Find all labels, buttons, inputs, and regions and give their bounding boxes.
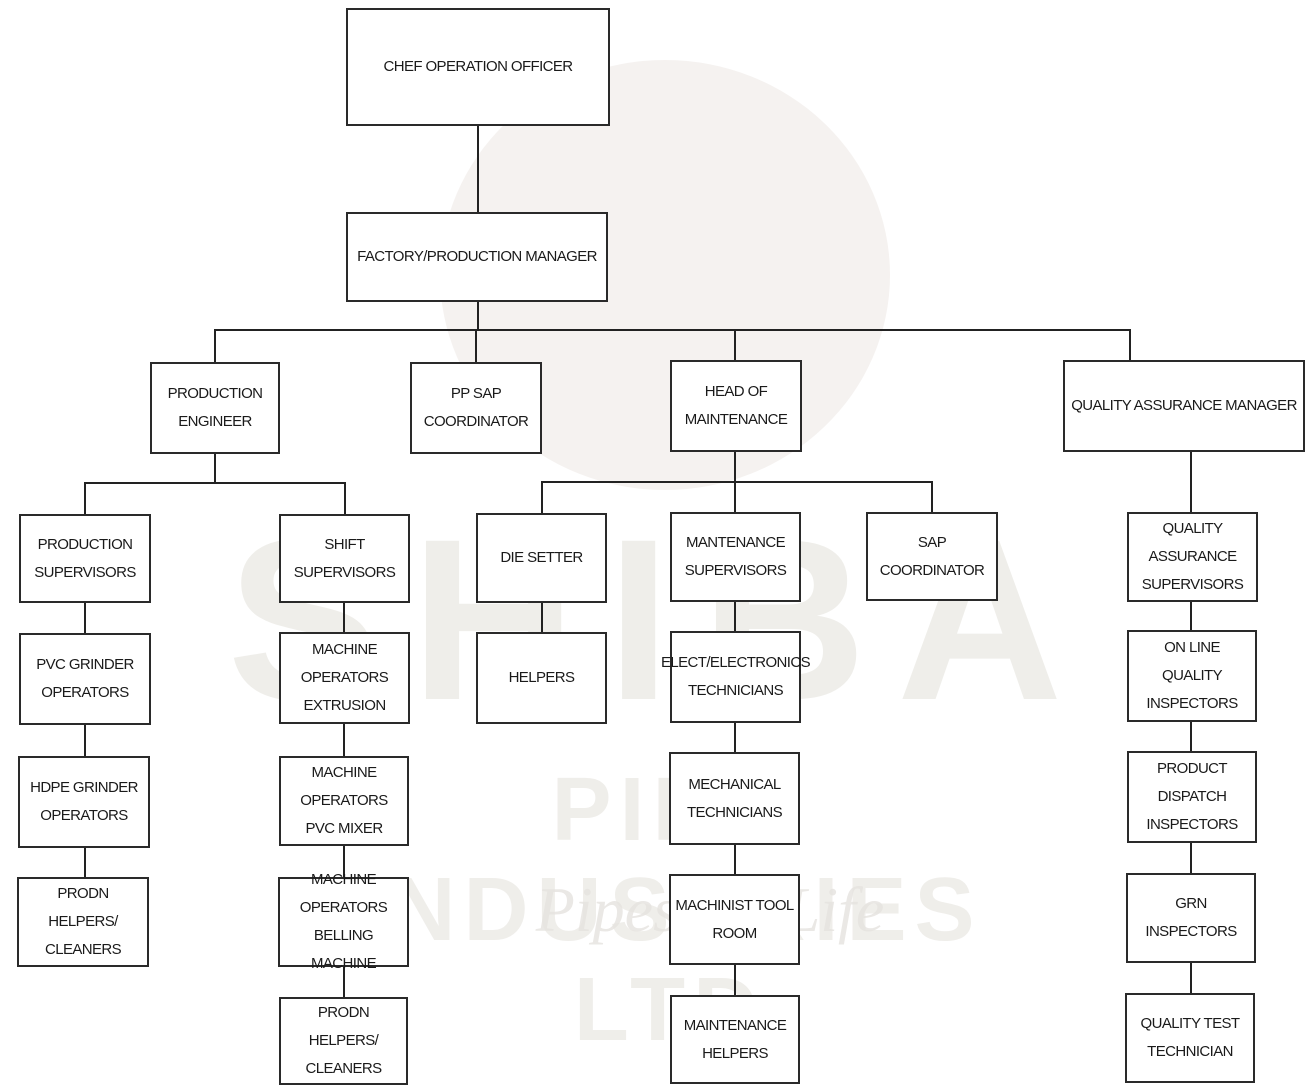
- machine-operators-extrusion-box: MACHINE OPERATORS EXTRUSION: [279, 632, 410, 724]
- sap-coordinator-box: SAP COORDINATOR: [866, 512, 998, 601]
- hdpe-grinder-operators-box: HDPE GRINDER OPERATORS: [18, 756, 150, 848]
- connector-line: [931, 481, 933, 512]
- connector-line: [84, 482, 346, 484]
- maintenance-helpers-box: MAINTENANCE HELPERS: [670, 995, 800, 1084]
- connector-line: [1190, 602, 1192, 630]
- hdpe-grinder-operators-label: HDPE GRINDER OPERATORS: [30, 779, 138, 824]
- die-setter-box: DIE SETTER: [476, 513, 607, 603]
- connector-line: [541, 481, 932, 483]
- machine-operators-extrusion-label: MACHINE OPERATORS EXTRUSION: [300, 641, 389, 714]
- connector-line: [343, 724, 345, 756]
- quality-test-technician-label: QUALITY TEST TECHNICIAN: [1140, 1015, 1241, 1060]
- machinist-tool-room-box: MACHINIST TOOL ROOM: [669, 874, 800, 965]
- prodn-helpers-cleaners-label: PRODN HELPERS/ CLEANERS: [44, 885, 122, 958]
- connector-line: [84, 848, 86, 877]
- pvc-grinder-operators-label: PVC GRINDER OPERATORS: [36, 656, 134, 701]
- connector-line: [343, 967, 345, 997]
- connector-line: [1129, 329, 1131, 360]
- connector-line: [541, 603, 543, 632]
- connector-line: [477, 302, 479, 330]
- quality-test-technician-box: QUALITY TEST TECHNICIAN: [1125, 993, 1255, 1083]
- factory-manager-box: FACTORY/PRODUCTION MANAGER: [346, 212, 608, 302]
- qa-supervisors-box: QUALITY ASSURANCE SUPERVISORS: [1127, 512, 1258, 602]
- connector-line: [343, 846, 345, 877]
- qa-supervisors-label: QUALITY ASSURANCE SUPERVISORS: [1141, 520, 1244, 593]
- coo-box: CHEF OPERATION OFFICER: [346, 8, 610, 126]
- maintenance-helpers-label: MAINTENANCE HELPERS: [683, 1016, 787, 1062]
- connector-line: [734, 329, 736, 360]
- connector-line: [734, 602, 736, 631]
- coo-label: CHEF OPERATION OFFICER: [383, 58, 573, 75]
- elect-electronics-technicians-box: ELECT/ELECTRONICS TECHNICIANS: [661, 631, 811, 723]
- sap-coordinator-label: SAP COORDINATOR: [879, 533, 985, 579]
- connector-line: [214, 454, 216, 483]
- production-supervisors-label: PRODUCTION SUPERVISORS: [34, 535, 136, 581]
- connector-line: [475, 329, 477, 362]
- connector-line: [477, 126, 479, 212]
- product-dispatch-inspectors-label: PRODUCT DISPATCH INSPECTORS: [1146, 760, 1238, 833]
- prodn-helpers-cleaners-label: PRODN HELPERS/ CLEANERS: [305, 1004, 382, 1077]
- helpers-label: HELPERS: [508, 669, 575, 686]
- qa-manager-box: QUALITY ASSURANCE MANAGER: [1063, 360, 1305, 452]
- head-of-maintenance-label: HEAD OF MAINTENANCE: [684, 383, 788, 428]
- pp-sap-coordinator-label: PP SAP COORDINATOR: [423, 385, 529, 430]
- connector-line: [343, 603, 345, 632]
- connector-line: [344, 482, 346, 514]
- pvc-grinder-operators-box: PVC GRINDER OPERATORS: [19, 633, 151, 725]
- pp-sap-coordinator-box: PP SAP COORDINATOR: [410, 362, 542, 454]
- connector-line: [214, 329, 216, 362]
- machine-operators-pvc-mixer-label: MACHINE OPERATORS PVC MIXER: [300, 764, 388, 837]
- connector-line: [1190, 722, 1192, 751]
- helpers-box: HELPERS: [476, 632, 607, 724]
- qa-manager-label: QUALITY ASSURANCE MANAGER: [1071, 397, 1297, 414]
- shift-supervisors-box: SHIFT SUPERVISORS: [279, 514, 410, 603]
- online-quality-inspectors-label: ON LINE QUALITY INSPECTORS: [1146, 639, 1238, 712]
- shift-supervisors-label: SHIFT SUPERVISORS: [293, 535, 396, 581]
- connector-line: [734, 723, 736, 752]
- grn-inspectors-box: GRN INSPECTORS: [1126, 873, 1256, 963]
- connector-line: [1190, 963, 1192, 993]
- head-of-maintenance-box: HEAD OF MAINTENANCE: [670, 360, 802, 452]
- machinist-tool-room-label: MACHINIST TOOL ROOM: [675, 896, 794, 942]
- factory-manager-label: FACTORY/PRODUCTION MANAGER: [357, 248, 597, 265]
- connector-line: [1190, 452, 1192, 512]
- product-dispatch-inspectors-box: PRODUCT DISPATCH INSPECTORS: [1127, 751, 1257, 843]
- elect-electronics-technicians-label: ELECT/ELECTRONICS TECHNICIANS: [661, 654, 811, 699]
- online-quality-inspectors-box: ON LINE QUALITY INSPECTORS: [1127, 630, 1257, 722]
- connector-line: [84, 725, 86, 756]
- connector-line: [734, 965, 736, 995]
- connector-line: [541, 481, 543, 513]
- connector-line: [1190, 843, 1192, 873]
- machine-operators-belling-label: MACHINE OPERATORS BELLING MACHINE: [299, 871, 388, 972]
- prodn-helpers-cleaners-box: PRODN HELPERS/ CLEANERS: [17, 877, 149, 967]
- mechanical-technicians-label: MECHANICAL TECHNICIANS: [686, 775, 783, 821]
- maintenance-supervisors-label: MANTENANCE SUPERVISORS: [684, 534, 787, 579]
- grn-inspectors-label: GRN INSPECTORS: [1145, 895, 1237, 940]
- connector-line: [84, 482, 86, 514]
- machine-operators-belling-box: MACHINE OPERATORS BELLING MACHINE: [278, 871, 409, 972]
- connector-line: [214, 329, 1130, 331]
- maintenance-supervisors-box: MANTENANCE SUPERVISORS: [670, 512, 801, 602]
- connector-line: [84, 603, 86, 633]
- prodn-helpers-cleaners-box: PRODN HELPERS/ CLEANERS: [279, 997, 408, 1085]
- die-setter-label: DIE SETTER: [500, 549, 583, 566]
- machine-operators-pvc-mixer-box: MACHINE OPERATORS PVC MIXER: [279, 756, 409, 846]
- production-supervisors-box: PRODUCTION SUPERVISORS: [19, 514, 151, 603]
- production-engineer-label: PRODUCTION ENGINEER: [167, 385, 263, 430]
- production-engineer-box: PRODUCTION ENGINEER: [150, 362, 280, 454]
- connector-line: [734, 845, 736, 874]
- mechanical-technicians-box: MECHANICAL TECHNICIANS: [669, 752, 800, 845]
